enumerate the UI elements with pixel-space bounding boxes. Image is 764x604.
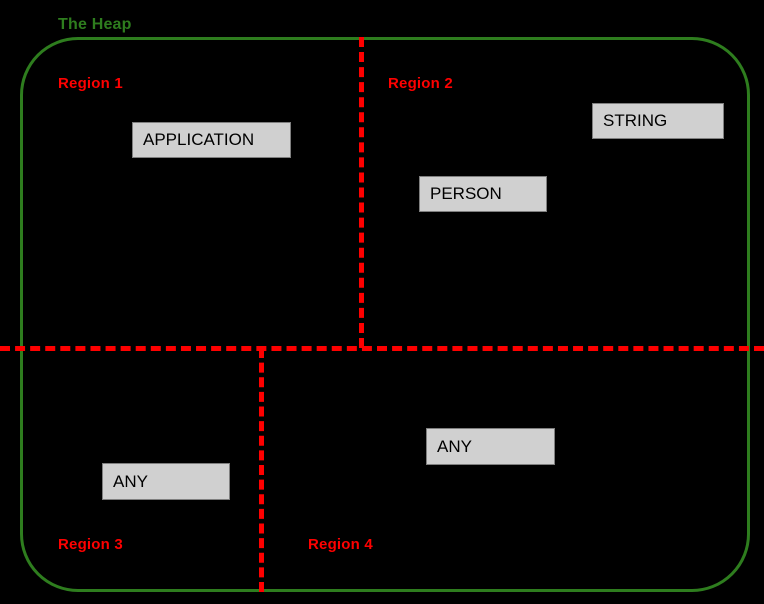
object-box-person: PERSON: [419, 176, 547, 212]
object-box-any-region-4: ANY: [426, 428, 555, 465]
object-box-string: STRING: [592, 103, 724, 139]
object-box-application: APPLICATION: [132, 122, 291, 158]
region-label-3: Region 3: [58, 536, 123, 553]
vertical-divider-line-bottom: [259, 348, 264, 592]
object-box-any-region-3: ANY: [102, 463, 230, 500]
heap-title: The Heap: [58, 16, 132, 33]
vertical-divider-line-top: [359, 37, 364, 348]
region-label-1: Region 1: [58, 75, 123, 92]
horizontal-divider-line: [0, 346, 764, 351]
region-label-4: Region 4: [308, 536, 373, 553]
region-label-2: Region 2: [388, 75, 453, 92]
heap-boundary: [20, 37, 750, 592]
